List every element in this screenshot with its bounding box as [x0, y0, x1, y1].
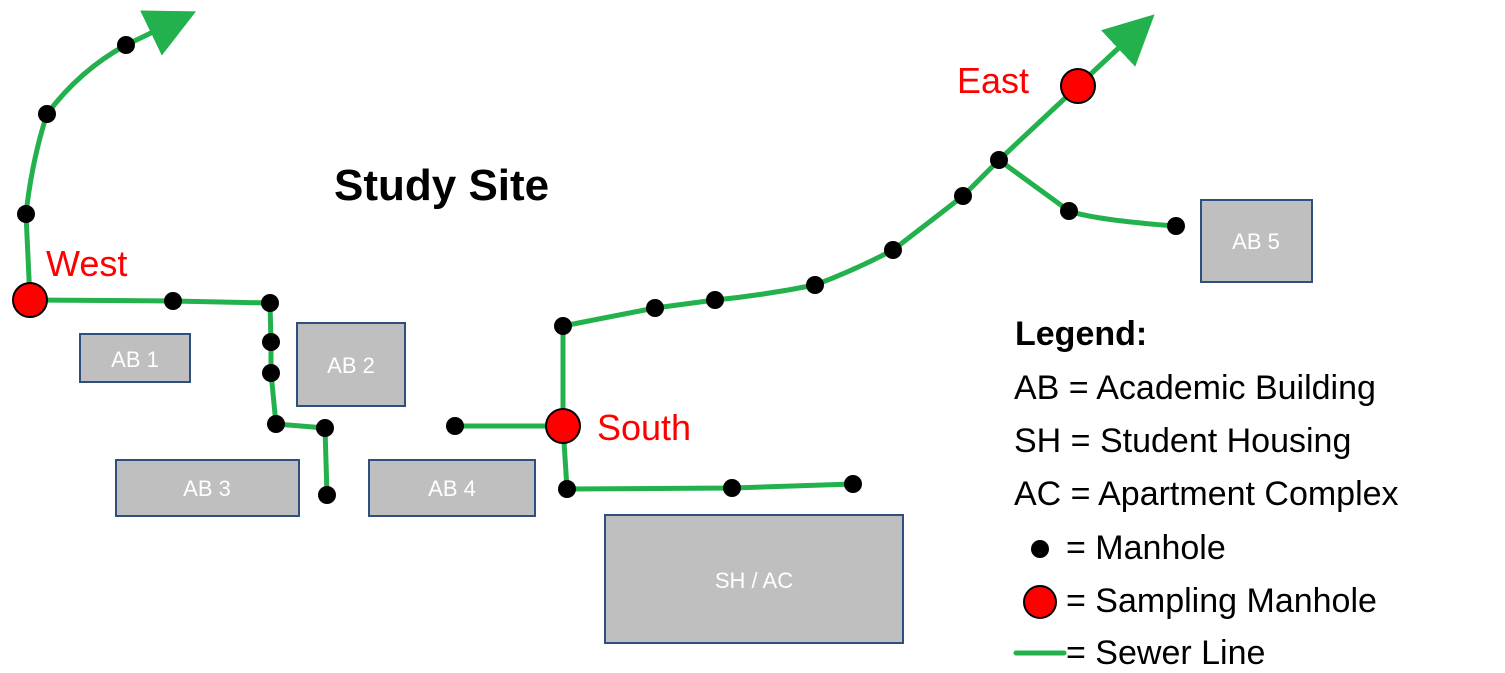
legend-title: Legend:: [1015, 315, 1147, 353]
manholes: [17, 36, 1185, 504]
sampling-manhole-west: [12, 282, 48, 318]
manhole: [1167, 217, 1185, 235]
legend-entry-sampling-manhole: = Sampling Manhole: [1066, 582, 1377, 620]
legend: Legend: AB = Academic Building SH = Stud…: [1013, 315, 1399, 672]
legend-entry-sh: SH = Student Housing: [1014, 422, 1351, 460]
building-ab2-label: AB 2: [327, 353, 375, 378]
building-ab4: AB 4: [368, 459, 536, 517]
sewer-line-south-lower: [560, 423, 856, 492]
sampling-manhole-east: [1060, 68, 1096, 104]
sampling-manhole-south: [545, 408, 581, 444]
manhole: [262, 364, 280, 382]
manhole: [164, 292, 182, 310]
site-label-east: East: [957, 60, 1029, 101]
site-label-south: South: [597, 407, 691, 448]
building-ab1-label: AB 1: [111, 347, 159, 372]
legend-entry-ab: AB = Academic Building: [1014, 369, 1376, 407]
map-title: Study Site: [334, 161, 549, 210]
site-label-west: West: [46, 243, 127, 284]
building-sh-ac: SH / AC: [604, 514, 904, 644]
sewer-line-south-to-east: [560, 83, 1081, 429]
manhole: [844, 475, 862, 493]
building-ab5-label: AB 5: [1232, 229, 1280, 254]
manhole: [17, 205, 35, 223]
manhole: [316, 419, 334, 437]
manhole: [646, 299, 664, 317]
manhole: [558, 480, 576, 498]
manhole: [723, 479, 741, 497]
manhole: [117, 36, 135, 54]
building-ab3: AB 3: [115, 459, 300, 517]
building-ab3-label: AB 3: [183, 476, 231, 501]
manhole: [261, 294, 279, 312]
manhole: [954, 187, 972, 205]
legend-manhole-symbol: [1031, 540, 1049, 558]
manhole: [446, 417, 464, 435]
legend-entry-ac: AC = Apartment Complex: [1014, 475, 1399, 513]
manhole: [884, 241, 902, 259]
manhole: [262, 333, 280, 351]
manhole: [267, 415, 285, 433]
legend-sampling-manhole-symbol: [1023, 585, 1057, 619]
manhole: [706, 291, 724, 309]
building-ab5: AB 5: [1200, 199, 1313, 283]
building-sh-ac-label: SH / AC: [715, 568, 793, 593]
legend-entry-manhole: = Manhole: [1066, 529, 1226, 567]
legend-entry-sewer-line: = Sewer Line: [1066, 634, 1265, 672]
manhole: [990, 151, 1008, 169]
manhole: [38, 105, 56, 123]
sewer-line-ab5-branch: [996, 157, 1179, 229]
manhole: [318, 486, 336, 504]
building-ab4-label: AB 4: [428, 476, 476, 501]
building-ab1: AB 1: [79, 333, 191, 383]
manhole: [806, 276, 824, 294]
manhole: [554, 317, 572, 335]
manhole: [1060, 202, 1078, 220]
building-ab2: AB 2: [296, 322, 406, 407]
